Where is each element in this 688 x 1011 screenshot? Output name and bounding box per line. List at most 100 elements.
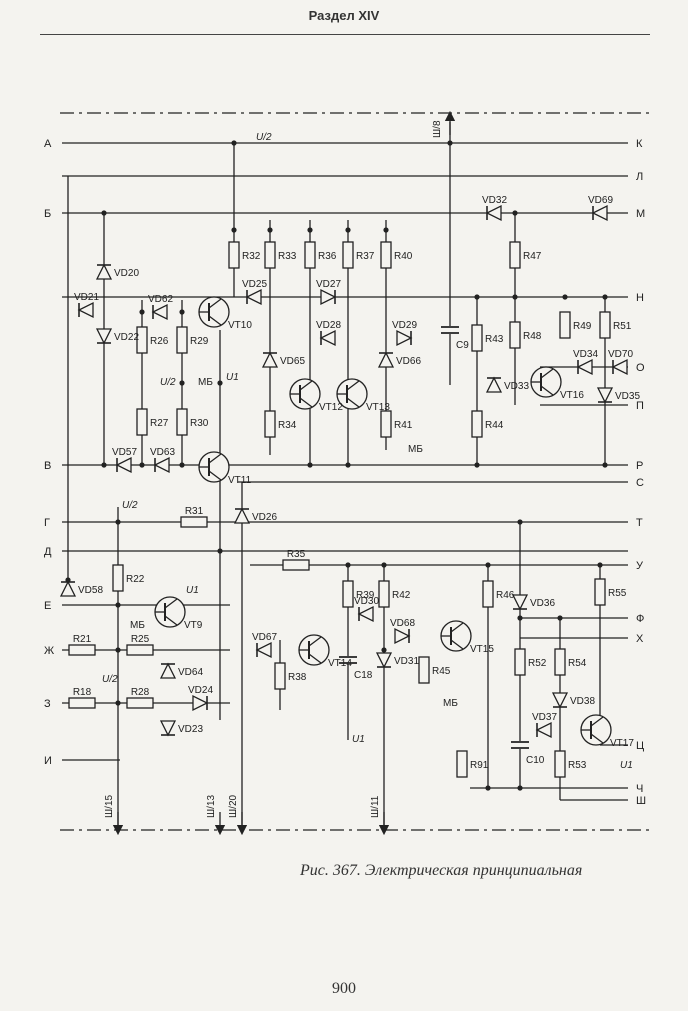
- terminal-right-13: Ц: [636, 740, 644, 752]
- capacitor-label-c9: C9: [456, 340, 469, 351]
- resistor-r22: [112, 564, 124, 592]
- supply-label-u2-left: U/2: [122, 500, 138, 511]
- resistor-r28: [126, 697, 154, 709]
- diode-vd26: [233, 507, 251, 524]
- diode-vd29: [396, 329, 413, 347]
- transistor-label-vt17: VT17: [610, 738, 634, 749]
- diode-vd35: [596, 387, 614, 404]
- resistor-label-r36: R36: [318, 251, 337, 262]
- diode-label-vd23: VD23: [178, 724, 203, 735]
- resistor-r55: [594, 578, 606, 606]
- resistor-label-r22: R22: [126, 574, 145, 585]
- resistor-r45: [418, 656, 430, 684]
- diode-vd38: [551, 692, 569, 709]
- diode-label-vd28: VD28: [316, 320, 341, 331]
- resistor-label-r44: R44: [485, 420, 504, 431]
- diode-label-vd22: VD22: [114, 332, 139, 343]
- junction-dot: [474, 294, 480, 300]
- diode-label-vd58: VD58: [78, 585, 103, 596]
- diode-vd37: [535, 721, 552, 739]
- diode-vd20: [95, 263, 113, 280]
- diode-vd68: [394, 627, 411, 645]
- terminal-right-5: О: [636, 362, 645, 374]
- diode-label-vd70: VD70: [608, 349, 633, 360]
- supply-label-mb-bottom: МБ: [443, 698, 458, 709]
- resistor-r47: [509, 241, 521, 269]
- junction-dot: [485, 785, 491, 791]
- resistor-r40: [380, 241, 392, 269]
- transistor-label-vt10: VT10: [228, 320, 252, 331]
- terminal-right-10: У: [636, 560, 644, 572]
- resistor-label-r27: R27: [150, 418, 169, 429]
- diode-vd67: [255, 641, 272, 659]
- transistor-label-vt16: VT16: [560, 390, 584, 401]
- diode-vd30: [357, 605, 374, 623]
- resistor-label-r38: R38: [288, 672, 307, 683]
- junction-dot: [179, 462, 185, 468]
- diode-label-vd57: VD57: [112, 447, 137, 458]
- diode-label-vd32: VD32: [482, 195, 507, 206]
- capacitor-c18: [339, 656, 357, 664]
- resistor-layer: [68, 241, 611, 778]
- resistor-label-r47: R47: [523, 251, 542, 262]
- terminal-right-14: Ч: [636, 783, 643, 795]
- junction-dot: [115, 647, 121, 653]
- diode-vd27: [320, 288, 337, 306]
- section-header: Раздел XIV: [308, 8, 380, 23]
- terminal-left-6: Е: [44, 600, 51, 612]
- supply-label-mb-left: МБ: [130, 620, 145, 631]
- supply-label-u1-vt17: U1: [620, 760, 633, 771]
- resistor-label-r40: R40: [394, 251, 413, 262]
- diode-vd34: [576, 358, 593, 376]
- transistor-label-vt14: VT14: [328, 658, 352, 669]
- resistor-r33: [264, 241, 276, 269]
- resistor-r18: [68, 697, 96, 709]
- resistor-r36: [304, 241, 316, 269]
- junction-dot: [231, 227, 237, 233]
- junction-dot: [383, 227, 389, 233]
- resistor-label-r51: R51: [613, 321, 632, 332]
- transistor-layer: [154, 296, 612, 746]
- resistor-label-r33: R33: [278, 251, 297, 262]
- diode-label-vd67: VD67: [252, 632, 277, 643]
- terminal-right-6: П: [636, 400, 644, 412]
- figure-caption: Рис. 367. Электрическая принципиальная: [300, 862, 583, 879]
- junction-dot: [512, 210, 518, 216]
- header-rule: [40, 34, 650, 35]
- junction-dot: [447, 140, 453, 146]
- resistor-label-r49: R49: [573, 321, 592, 332]
- junction-dot: [557, 615, 563, 621]
- diode-vd58: [59, 580, 77, 597]
- diode-label-vd25: VD25: [242, 279, 267, 290]
- diode-vd66: [377, 351, 395, 368]
- resistor-r91: [456, 750, 468, 778]
- transistor-label-vt13: VT13: [366, 402, 390, 413]
- diode-vd25: [245, 288, 262, 306]
- terminal-right-9: Т: [636, 517, 643, 529]
- supply-label-u1-mid: U1: [226, 372, 239, 383]
- junction-dot: [517, 519, 523, 525]
- junction-dot: [307, 227, 313, 233]
- resistor-label-r37: R37: [356, 251, 375, 262]
- diode-label-vd64: VD64: [178, 667, 203, 678]
- junction-dot: [307, 462, 313, 468]
- resistor-label-r46: R46: [496, 590, 515, 601]
- resistor-label-r48: R48: [523, 331, 542, 342]
- resistor-label-r28: R28: [131, 687, 150, 698]
- supply-label-mb-mid: МБ: [198, 377, 213, 388]
- diode-label-vd65: VD65: [280, 356, 305, 367]
- resistor-label-r25: R25: [131, 634, 150, 645]
- resistor-r41: [380, 410, 392, 438]
- junction-dot: [217, 548, 223, 554]
- junction-dot: [345, 562, 351, 568]
- diode-vd64: [159, 662, 177, 679]
- resistor-r37: [342, 241, 354, 269]
- resistor-label-r21: R21: [73, 634, 92, 645]
- supply-label-u2-bottom: U/2: [102, 674, 118, 685]
- resistor-r44: [471, 410, 483, 438]
- diode-vd24: [192, 694, 209, 712]
- diode-label-vd29: VD29: [392, 320, 417, 331]
- resistor-r26: [136, 326, 148, 354]
- resistor-r21: [68, 644, 96, 656]
